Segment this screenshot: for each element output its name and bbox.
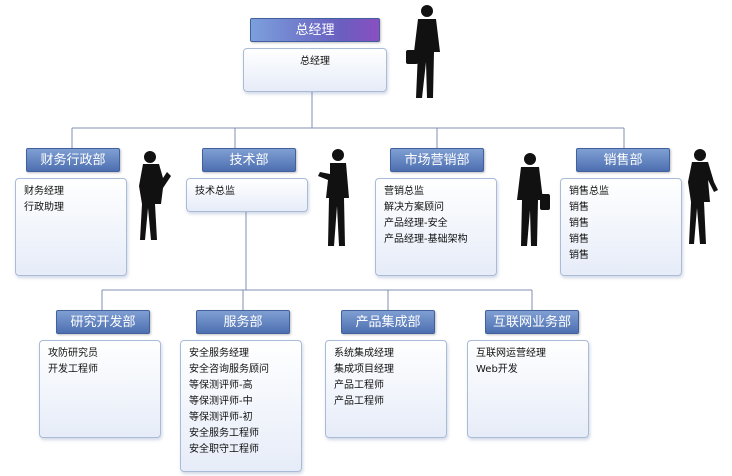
position-item: 销售 bbox=[569, 250, 589, 261]
dept-sales-box: 销售总监 销售 销售 销售 销售 bbox=[560, 178, 682, 276]
subdept-rnd-box: 攻防研究员 开发工程师 bbox=[39, 340, 161, 438]
position-item: 销售 bbox=[569, 218, 589, 229]
woman-walking-silhouette-icon bbox=[688, 149, 718, 244]
position-item: 集成项目经理 bbox=[334, 364, 394, 375]
position-item: 解决方案顾问 bbox=[384, 202, 444, 213]
position-item: Web开发 bbox=[476, 364, 518, 375]
dept-sales-header: 销售部 bbox=[576, 148, 670, 172]
businessman-silhouette-icon bbox=[406, 5, 440, 98]
position-item: 技术总监 bbox=[195, 186, 235, 197]
position-item: 销售 bbox=[569, 202, 589, 213]
dept-marketing-box: 营销总监 解决方案顾问 产品经理-安全 产品经理-基础架构 bbox=[375, 178, 497, 276]
position-item: 营销总监 bbox=[384, 186, 424, 197]
woman-silhouette-icon bbox=[139, 151, 171, 240]
dept-tech-box: 技术总监 bbox=[186, 178, 308, 212]
subdept-integration-header: 产品集成部 bbox=[341, 310, 435, 334]
position-item: 安全服务工程师 bbox=[189, 428, 259, 439]
general-manager-box: 总经理 bbox=[243, 48, 387, 92]
position-item: 互联网运营经理 bbox=[476, 348, 546, 359]
position-item: 等保测评师-高 bbox=[189, 380, 253, 391]
position-item: 等保测评师-中 bbox=[189, 396, 253, 407]
position-item: 产品经理-基础架构 bbox=[384, 234, 468, 245]
position-item: 产品工程师 bbox=[334, 380, 384, 391]
position-item: 安全服务经理 bbox=[189, 348, 249, 359]
position-item: 总经理 bbox=[300, 56, 330, 67]
subdept-rnd-header: 研究开发部 bbox=[56, 310, 150, 334]
position-item: 安全职守工程师 bbox=[189, 444, 259, 455]
position-item: 安全咨询服务顾问 bbox=[189, 364, 269, 375]
position-item: 财务经理 bbox=[24, 186, 64, 197]
dept-tech-header: 技术部 bbox=[202, 148, 296, 172]
position-item: 系统集成经理 bbox=[334, 348, 394, 359]
man-phone-silhouette-icon bbox=[318, 149, 349, 246]
position-item: 等保测评师-初 bbox=[189, 412, 253, 423]
subdept-integration-box: 系统集成经理 集成项目经理 产品工程师 产品工程师 bbox=[325, 340, 447, 438]
subdept-internet-header: 互联网业务部 bbox=[485, 310, 579, 334]
position-item: 开发工程师 bbox=[48, 364, 98, 375]
position-item: 产品工程师 bbox=[334, 396, 384, 407]
dept-finance-admin-box: 财务经理 行政助理 bbox=[15, 178, 127, 276]
subdept-internet-box: 互联网运营经理 Web开发 bbox=[467, 340, 589, 438]
dept-finance-admin-header: 财务行政部 bbox=[26, 148, 120, 172]
position-item: 攻防研究员 bbox=[48, 348, 98, 359]
position-item: 销售 bbox=[569, 234, 589, 245]
position-item: 销售总监 bbox=[569, 186, 609, 197]
dept-marketing-header: 市场营销部 bbox=[390, 148, 484, 172]
general-manager-header: 总经理 bbox=[250, 18, 380, 42]
subdept-service-header: 服务部 bbox=[196, 310, 290, 334]
man-briefcase-silhouette-icon bbox=[517, 153, 550, 246]
position-item: 行政助理 bbox=[24, 202, 64, 213]
subdept-service-box: 安全服务经理 安全咨询服务顾问 等保测评师-高 等保测评师-中 等保测评师-初 … bbox=[180, 340, 302, 472]
position-item: 产品经理-安全 bbox=[384, 218, 448, 229]
